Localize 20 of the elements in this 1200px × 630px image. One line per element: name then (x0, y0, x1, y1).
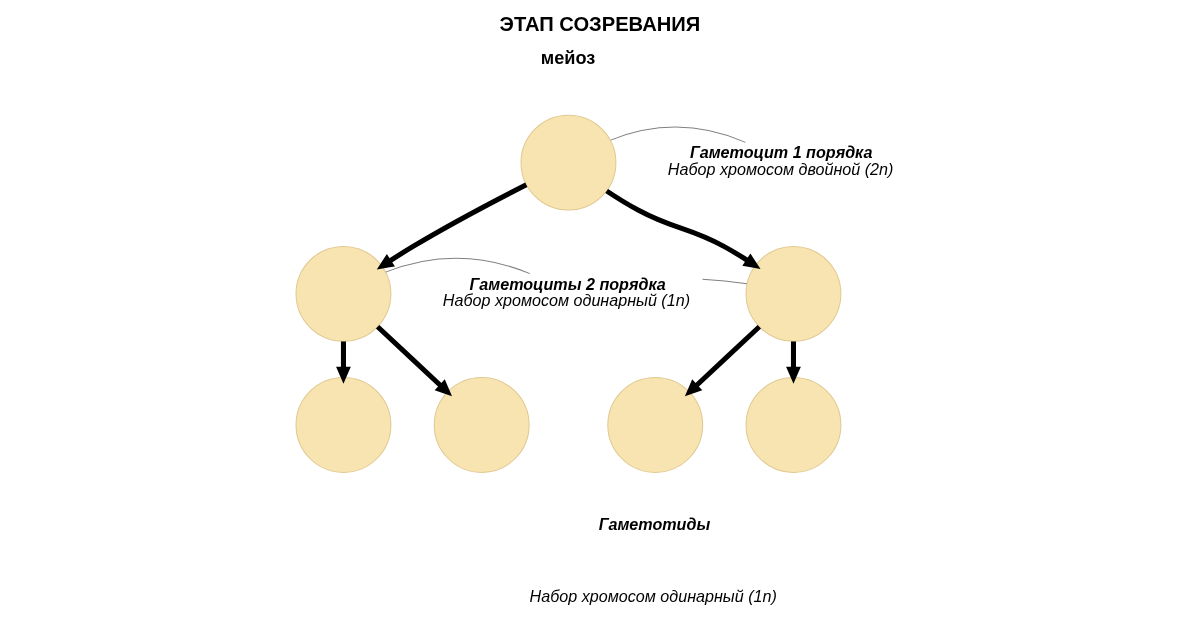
arrow (604, 188, 760, 269)
arrow (785, 341, 801, 384)
node-circle (295, 377, 391, 473)
node-circle (520, 114, 616, 211)
node-circle (745, 377, 841, 473)
diagram-title: ЭТАП СОЗРЕВАНИЯ (499, 13, 700, 36)
arrow (375, 324, 452, 397)
node-circle (295, 245, 391, 342)
arrow (335, 341, 351, 384)
arrow (684, 324, 761, 397)
connector (609, 126, 746, 143)
label: Гаметотиды (598, 514, 710, 533)
connector (701, 278, 747, 285)
node-text: Гаметоциты 2 порядка Набор хромосом одинарный (1n) (442, 274, 690, 309)
arrow (376, 182, 527, 270)
node-circle (745, 245, 841, 342)
label: мейоз (540, 48, 595, 69)
label: Набор хромосом одинарный (1n) (529, 587, 777, 606)
connector (384, 257, 530, 275)
node-text: Гаметоцит 1 порядка Набор хромосом двойной (2n) (667, 143, 893, 178)
